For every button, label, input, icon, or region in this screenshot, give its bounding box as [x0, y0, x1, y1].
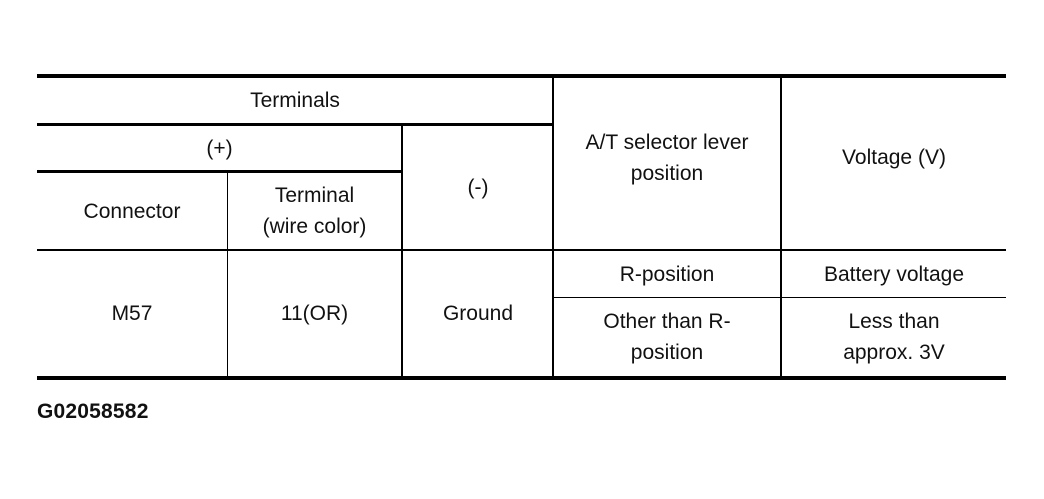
condition-2-voltage-line2: approx. 3V: [843, 341, 945, 364]
row-terminal-value: 11(OR): [228, 251, 401, 376]
header-connector: Connector: [37, 173, 227, 249]
header-voltage-label: Voltage (V): [842, 146, 946, 169]
header-connector-label: Connector: [83, 199, 181, 223]
connector-value: M57: [111, 302, 153, 325]
terminals-row-divider: [37, 123, 554, 126]
figure-id: G02058582: [37, 400, 149, 423]
header-terminals: Terminals: [37, 78, 553, 123]
header-terminal-label: Terminal: [274, 184, 355, 207]
plus-row-divider: [37, 170, 403, 173]
header-selector-label-line1: A/T selector lever: [585, 130, 749, 154]
condition-2-voltage: Less than approx. 3V: [782, 298, 1006, 376]
condition-2-position: Other than R- position: [554, 298, 780, 376]
condition-2-position-line2: position: [630, 341, 704, 364]
selector-voltage-col-divider: [780, 76, 782, 378]
header-bottom-divider: [37, 249, 1006, 251]
header-wire-color-label: (wire color): [262, 215, 367, 238]
condition-2-voltage-line1: Less than: [848, 310, 940, 333]
terminals-selector-col-divider: [552, 76, 554, 378]
condition-2-position-line1: Other than R-: [603, 310, 731, 333]
condition-1-voltage-text: Battery voltage: [823, 262, 965, 286]
table-bottom-border: [37, 376, 1006, 380]
condition-row-divider: [553, 297, 1006, 298]
row-connector-value: M57: [37, 251, 227, 376]
header-plus: (+): [37, 126, 402, 170]
header-minus: (-): [403, 126, 553, 249]
terminal-value: 11(OR): [280, 302, 349, 325]
connector-col-divider: [227, 171, 228, 378]
condition-1-position-text: R-position: [619, 262, 715, 286]
header-plus-label: (+): [206, 136, 233, 160]
minus-value: Ground: [442, 302, 514, 325]
condition-1-voltage: Battery voltage: [782, 251, 1006, 297]
condition-1-position: R-position: [554, 251, 780, 297]
header-voltage: Voltage (V): [782, 78, 1006, 249]
header-terminals-label: Terminals: [250, 89, 340, 112]
header-selector-label-line2: position: [630, 161, 704, 185]
header-minus-label: (-): [467, 176, 489, 199]
table-top-border: [37, 74, 1006, 78]
row-minus-value: Ground: [403, 251, 553, 376]
plus-minus-col-divider: [401, 124, 403, 378]
header-selector-position: A/T selector lever position: [554, 78, 780, 249]
header-terminal-wire-color: Terminal (wire color): [228, 173, 401, 249]
